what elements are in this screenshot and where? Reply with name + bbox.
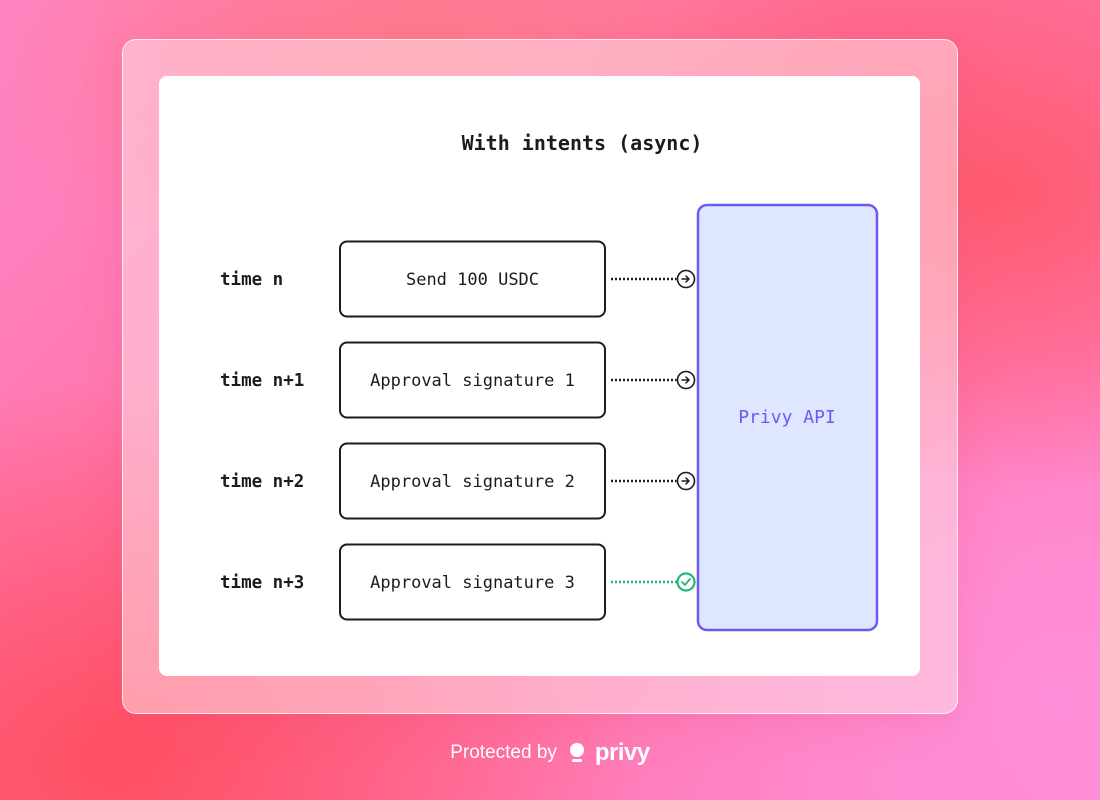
protected-by-text: Protected by (450, 742, 557, 763)
step-label: Approval signature 1 (370, 371, 575, 391)
step-label: Approval signature 3 (370, 573, 575, 593)
footer: Protected by privy (0, 738, 1100, 768)
step-row: time n+3 Approval signature 3 (220, 543, 696, 621)
step-label: Approval signature 2 (370, 472, 575, 492)
checkmark-circle-icon (676, 572, 696, 592)
arrow-right-circle-icon (676, 471, 696, 491)
step-box (339, 341, 606, 419)
privy-api-label: Privy API (738, 407, 836, 428)
step-box (339, 442, 606, 520)
arrow-right-circle-icon (676, 370, 696, 390)
privy-logo-icon (569, 743, 584, 762)
privy-api-box (696, 203, 879, 632)
diagram-title: With intents (async) (462, 131, 703, 155)
time-label: time n+3 (220, 573, 304, 593)
time-label: time n+2 (220, 472, 304, 492)
time-label: time n+1 (220, 371, 304, 391)
step-row: time n Send 100 USDC (220, 240, 696, 318)
step-row: time n+2 Approval signature 2 (220, 442, 696, 520)
arrow-right-circle-icon (676, 269, 696, 289)
privy-brand-name: privy (594, 739, 650, 766)
time-label: time n (220, 270, 283, 290)
step-box (339, 240, 606, 318)
step-row: time n+1 Approval signature 1 (220, 341, 696, 419)
step-label: Send 100 USDC (406, 270, 539, 290)
step-box (339, 543, 606, 621)
